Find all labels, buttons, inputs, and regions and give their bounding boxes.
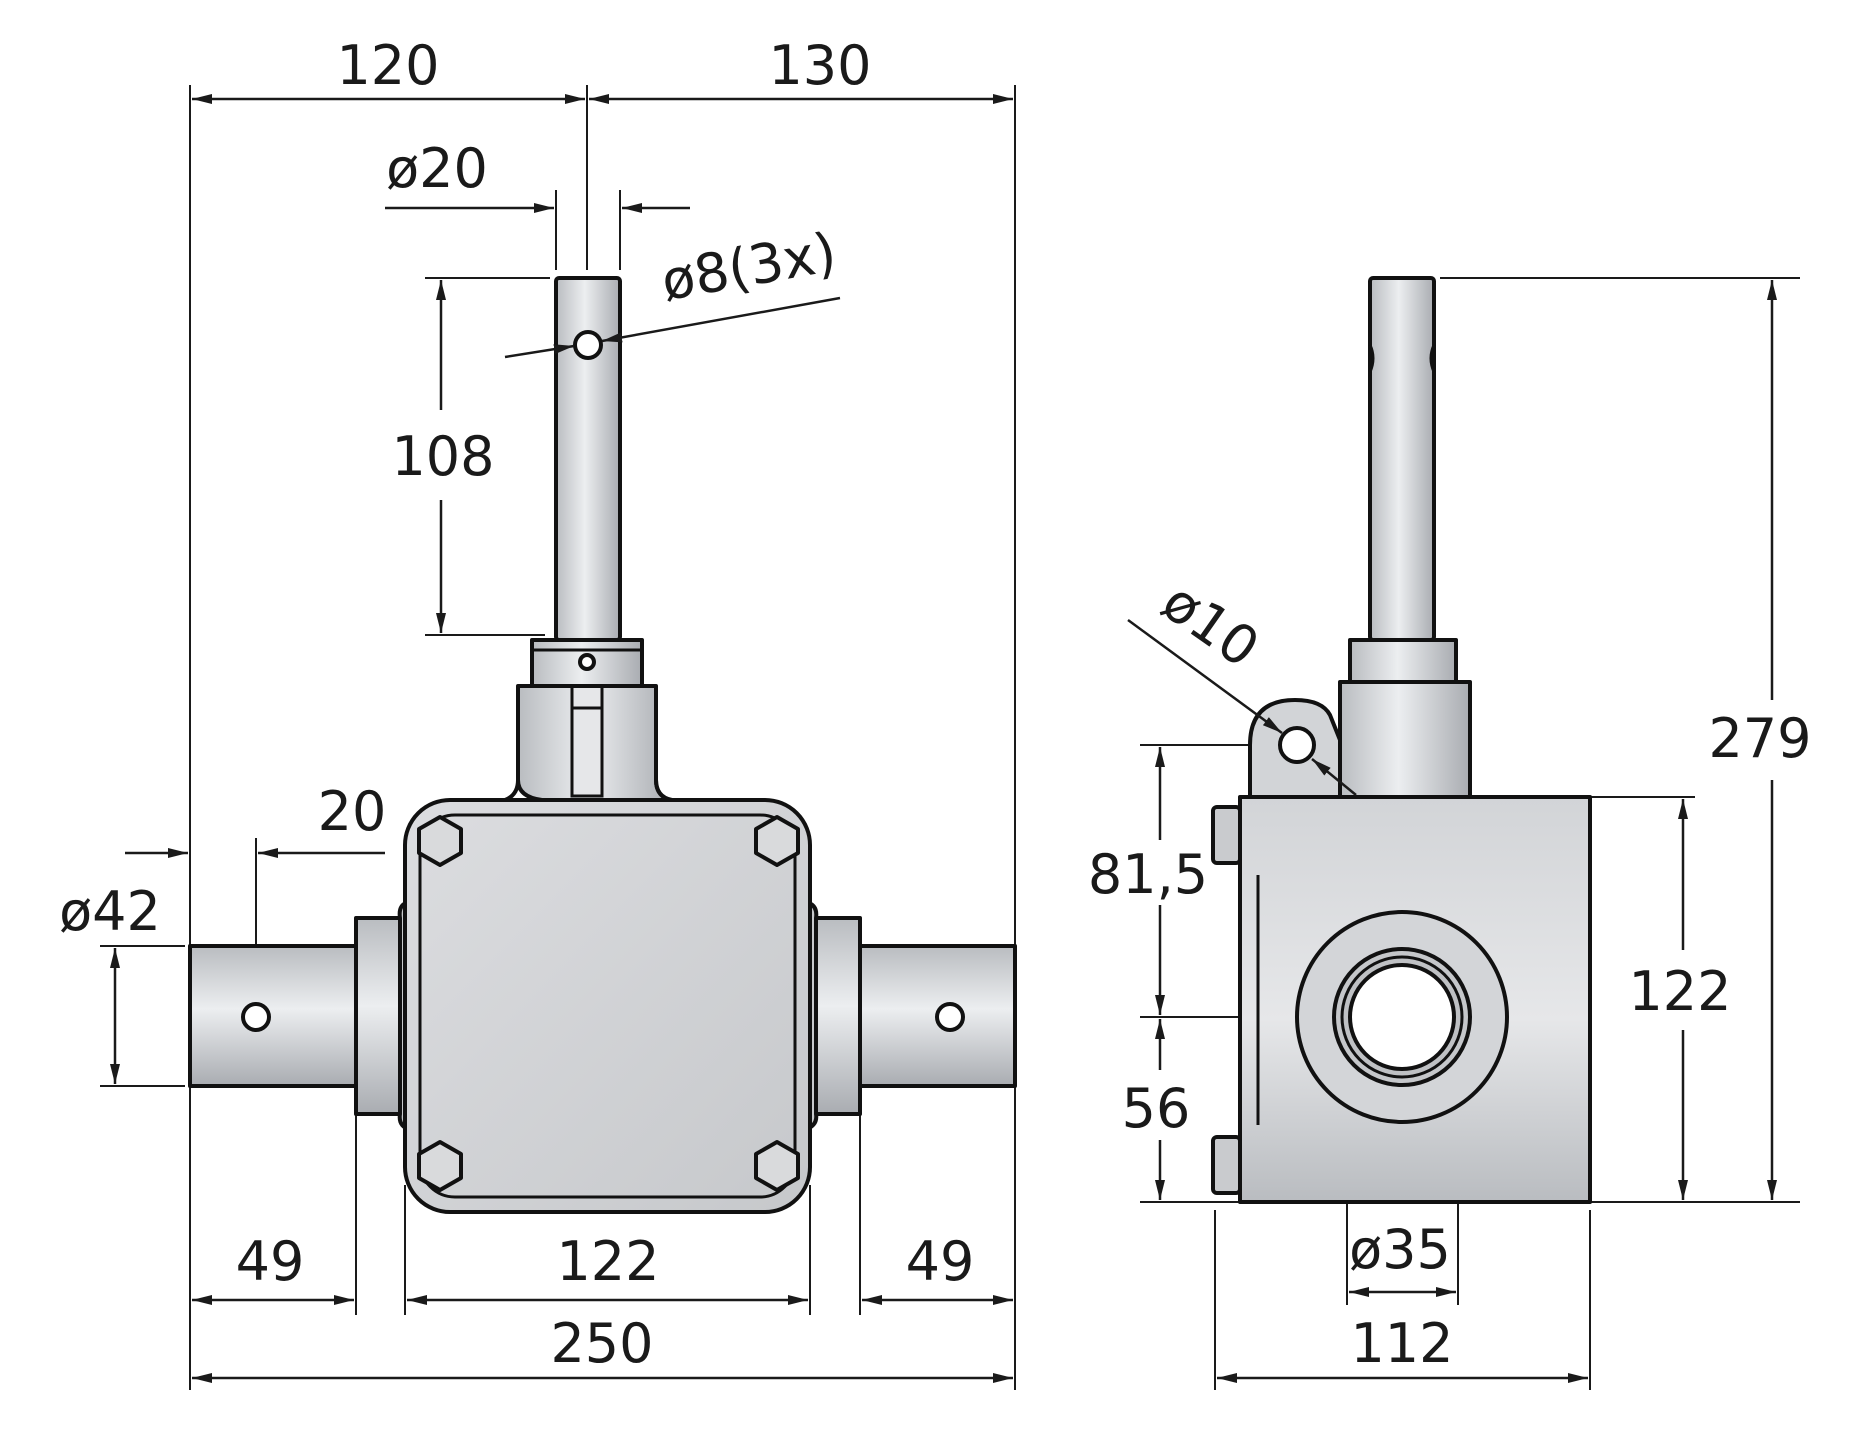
collar-pin-hole xyxy=(578,653,596,671)
shaft-collar xyxy=(530,638,644,688)
side-bolt-top xyxy=(1211,805,1242,865)
dim-left-stub: 49 xyxy=(236,1230,305,1293)
left-shaft-stub xyxy=(188,944,362,1088)
side-top-boss xyxy=(1338,680,1472,799)
dim-line-mount-hole-out xyxy=(1311,758,1357,796)
dim-side-offset: 20 xyxy=(318,780,387,843)
right-flange xyxy=(808,916,862,1116)
vertical-shaft xyxy=(554,276,622,642)
dim-shaft-dia: ø20 xyxy=(386,137,488,200)
housing-body xyxy=(403,798,812,1214)
dim-bore-height: 56 xyxy=(1122,1077,1191,1140)
dim-mount-hole: ø10 xyxy=(1151,570,1270,680)
dim-line-pin-leader-left xyxy=(504,344,575,359)
vertical-shaft-pin-hole xyxy=(573,330,603,360)
bolt-bottom-right xyxy=(754,1140,800,1192)
side-bolt-bottom xyxy=(1211,1135,1242,1195)
dim-housing-height: 122 xyxy=(1628,960,1731,1023)
bore-hole xyxy=(1348,963,1456,1071)
dim-mount-height: 81,5 xyxy=(1088,843,1208,906)
right-shaft-pin-hole xyxy=(935,1002,965,1032)
front-view: 120 130 ø20 ø8(3x) 108 20 ø42 49 122 49 … xyxy=(59,34,1017,1390)
dim-overall-width: 250 xyxy=(550,1312,653,1375)
dim-line-mount-hole xyxy=(1127,618,1283,735)
dim-top-left: 120 xyxy=(336,34,439,97)
dim-right-stub: 49 xyxy=(906,1230,975,1293)
right-shaft-stub xyxy=(853,944,1017,1088)
dim-depth: 112 xyxy=(1350,1312,1453,1375)
dim-shaft-length: 108 xyxy=(391,425,494,488)
dim-housing-width: 122 xyxy=(556,1230,659,1293)
top-boss-slot xyxy=(570,684,604,798)
side-shaft-collar xyxy=(1348,638,1458,684)
bolt-bottom-left xyxy=(417,1140,463,1192)
dim-overall-height: 279 xyxy=(1708,707,1811,770)
bolt-top-right xyxy=(754,815,800,867)
dim-bore-dia: ø35 xyxy=(1349,1218,1451,1281)
dim-side-shaft-dia: ø42 xyxy=(59,880,161,943)
housing-cover xyxy=(418,813,797,1199)
dim-line-pin-leader xyxy=(601,296,841,343)
side-vertical-shaft xyxy=(1368,276,1436,642)
bolt-top-left xyxy=(417,815,463,867)
side-shaft-groove xyxy=(1368,344,1436,373)
mounting-ear-hole xyxy=(1278,726,1316,764)
side-view: ø10 279 122 81,5 56 ø35 112 xyxy=(1088,276,1812,1390)
dim-top-right: 130 xyxy=(768,34,871,97)
left-shaft-pin-hole xyxy=(241,1002,271,1032)
dim-pin-hole: ø8(3x) xyxy=(657,220,841,313)
